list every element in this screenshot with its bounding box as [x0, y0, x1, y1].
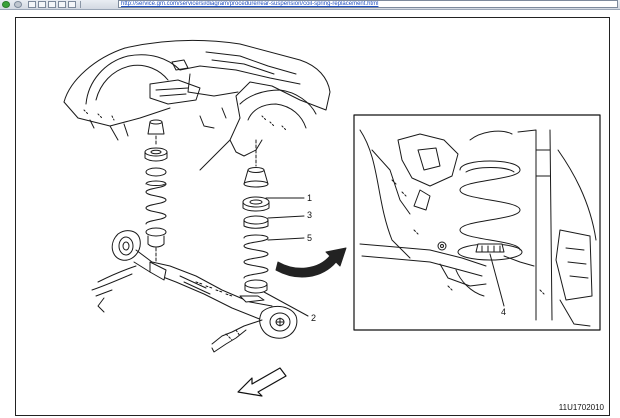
- right-spring-assembly: [242, 139, 309, 317]
- refresh-icon[interactable]: [38, 1, 46, 8]
- callout-3: 3: [307, 210, 313, 220]
- callout-1: 1: [307, 193, 313, 203]
- print-icon[interactable]: [68, 1, 76, 8]
- left-spring-assembly: [144, 119, 168, 263]
- detail-inset: [353, 114, 601, 331]
- underbody-floor-pan: [63, 40, 331, 171]
- stop-icon[interactable]: [28, 1, 36, 8]
- favorites-icon[interactable]: [58, 1, 66, 8]
- forward-icon[interactable]: [14, 1, 22, 8]
- callout-2: 2: [311, 313, 317, 323]
- callout-5: 5: [307, 233, 313, 243]
- address-bar[interactable]: http://service.gm.com/service/si/diagram…: [118, 0, 618, 8]
- back-icon[interactable]: [2, 1, 10, 8]
- detail-arrow: [275, 247, 347, 278]
- callout-4: 4: [501, 307, 507, 317]
- figure-id: 11U1702010: [558, 403, 604, 412]
- front-direction-arrow: [237, 367, 287, 397]
- browser-toolbar: http://service.gm.com/service/si/diagram…: [0, 0, 620, 10]
- home-icon[interactable]: [48, 1, 56, 8]
- toolbar-divider: [80, 1, 81, 8]
- diagram-frame: [15, 17, 610, 416]
- rear-axle-assembly: [91, 230, 298, 353]
